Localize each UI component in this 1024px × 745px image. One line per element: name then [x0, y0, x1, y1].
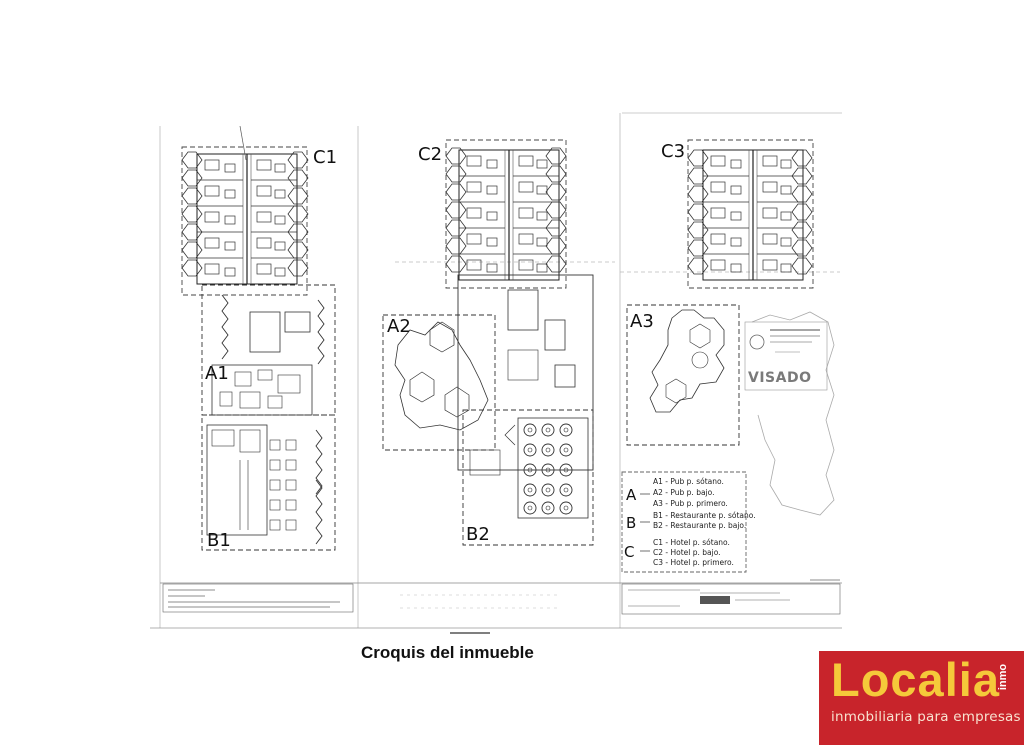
label-a2: A2	[387, 316, 411, 337]
legend-letter-a: A	[626, 486, 637, 504]
label-c3: C3	[661, 141, 685, 162]
legend-letter-b: B	[626, 514, 636, 532]
legend-item: B2 - Restaurante p. bajo.	[653, 521, 746, 530]
ghost-outline	[751, 311, 835, 516]
legend-item: A2 - Pub p. bajo.	[653, 488, 714, 497]
legend-item: C3 - Hotel p. primero.	[653, 558, 734, 567]
pub-block-a1	[201, 284, 336, 416]
plan-basement: C1 A1 B1	[181, 125, 337, 551]
label-a1: A1	[205, 363, 229, 384]
legend-item: A3 - Pub p. primero.	[653, 499, 728, 508]
label-b2: B2	[466, 524, 490, 545]
title-block	[162, 579, 841, 634]
logo-side-text: inmo	[997, 663, 1009, 691]
restaurant-block-b2	[457, 274, 594, 546]
logo-tagline: inmobiliaria para empresas	[831, 709, 1021, 725]
plan-first-floor: VISADO C3 A3 A A1 - Pub p. sótano. A2 - …	[621, 139, 835, 573]
label-a3: A3	[630, 311, 654, 332]
sheet-frame	[150, 112, 842, 629]
label-c1: C1	[313, 147, 337, 168]
legend-item: C1 - Hotel p. sótano.	[653, 538, 730, 547]
stamp-text: VISADO	[748, 370, 811, 386]
plan-ground-floor: C2 A2 B2	[382, 139, 594, 546]
visado-stamp: VISADO	[744, 321, 828, 391]
pub-block-a3	[626, 304, 740, 446]
company-logo: Localia inmo inmobiliaria para empresas	[819, 651, 1024, 745]
legend-item: C2 - Hotel p. bajo.	[653, 548, 721, 557]
label-c2: C2	[418, 144, 442, 165]
legend-letter-c: C	[624, 543, 634, 561]
hotel-block-c1	[181, 125, 309, 296]
label-b1: B1	[207, 530, 231, 551]
legend-box: A A1 - Pub p. sótano. A2 - Pub p. bajo. …	[621, 471, 756, 573]
legend-item: A1 - Pub p. sótano.	[653, 477, 724, 486]
logo-wordmark: Localia	[831, 653, 1000, 706]
hotel-block-c2	[445, 139, 567, 289]
hotel-block-c3	[687, 139, 814, 289]
page-caption: Croquis del inmueble	[361, 643, 534, 662]
restaurant-block-b1	[201, 414, 336, 551]
legend-item: B1 - Restaurante p. sótano.	[653, 511, 756, 520]
